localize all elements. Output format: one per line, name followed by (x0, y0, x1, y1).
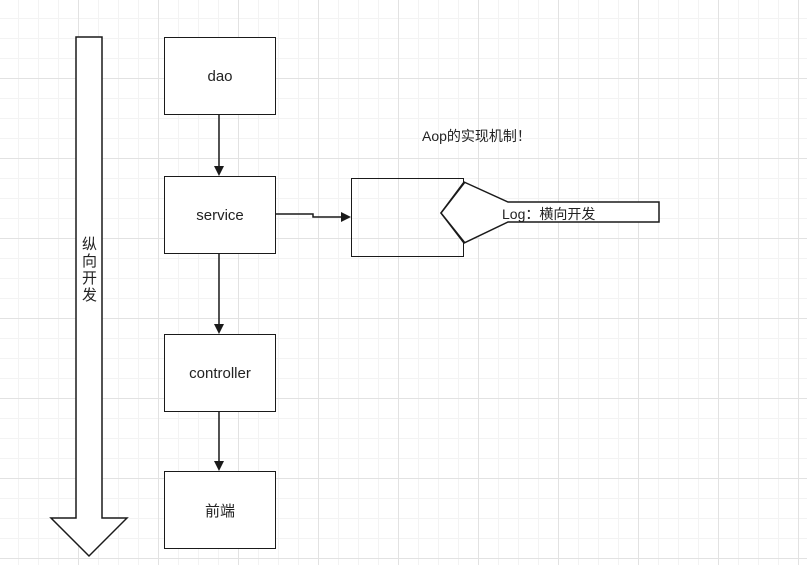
arrow-service-to-aspect (275, 212, 351, 222)
dao-box: dao (164, 37, 276, 115)
dao-label: dao (207, 67, 233, 85)
vertical-dev-arrow (49, 36, 129, 558)
frontend-label: 前端 (204, 502, 235, 520)
aop-title: Aop的实现机制！ (422, 128, 531, 144)
service-label: service (196, 206, 244, 224)
service-box: service (164, 176, 276, 254)
vertical-dev-label: 纵向开发 (80, 236, 97, 304)
controller-box: controller (164, 334, 276, 412)
horizontal-dev-label: Log：横向开发 (502, 206, 596, 222)
controller-label: controller (189, 364, 251, 382)
frontend-box: 前端 (164, 471, 276, 549)
